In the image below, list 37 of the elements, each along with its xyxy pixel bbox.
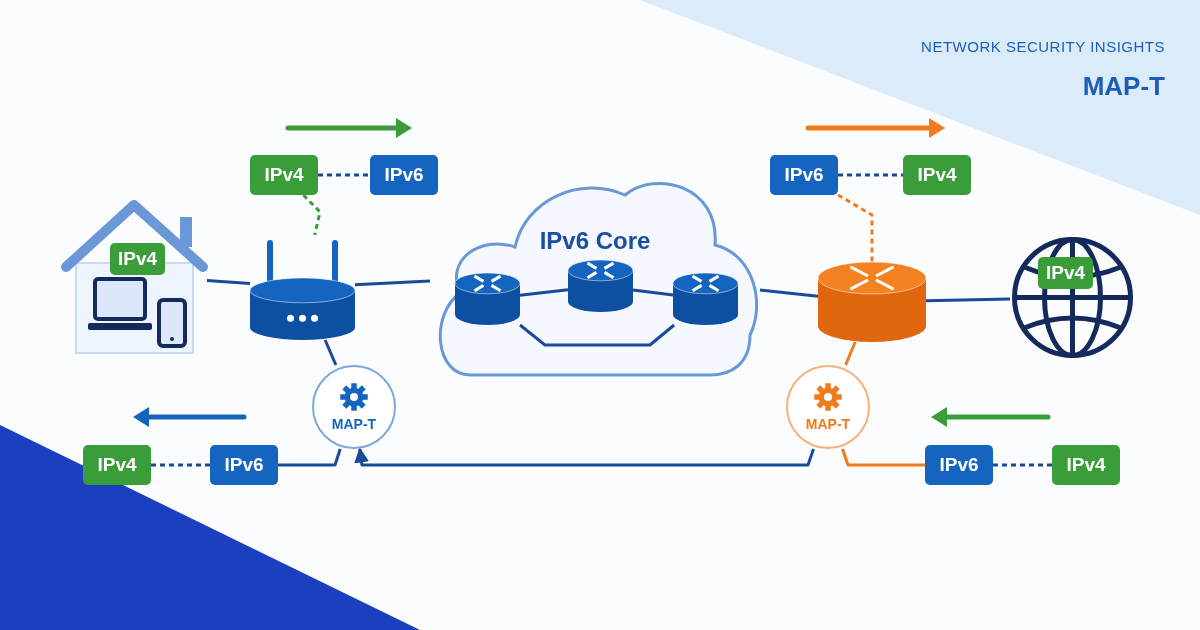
dashed-connector <box>993 463 1052 467</box>
connector-line <box>925 297 1011 303</box>
series-label: NETWORK SECURITY INSIGHTS <box>921 38 1165 55</box>
connector-line <box>278 448 342 467</box>
protocol-tag: IPv4 <box>110 243 166 275</box>
connector-line <box>354 279 431 287</box>
circle-label: MAP-T <box>331 416 377 432</box>
connector-line <box>841 448 925 467</box>
page-title: MAP-T <box>1082 71 1165 102</box>
connector-line <box>323 339 338 366</box>
arrow <box>354 447 815 467</box>
dashed-connector <box>838 173 903 177</box>
circle-label: MAP-T <box>805 416 851 432</box>
router-icon <box>818 262 926 342</box>
protocol-tag: IPv4 <box>1038 257 1094 289</box>
dashed-connector <box>837 193 874 262</box>
dashed-connector <box>151 463 210 467</box>
router-icon <box>673 273 738 325</box>
router-icon <box>455 273 520 325</box>
dashed-connector <box>302 193 322 236</box>
protocol-tag: IPv4 <box>1052 445 1120 485</box>
connector-line <box>519 323 676 347</box>
protocol-tag: IPv4 <box>83 445 151 485</box>
protocol-tag: IPv6 <box>370 155 438 195</box>
protocol-tag: IPv4 <box>250 155 318 195</box>
cloud-title: IPv6 Core <box>538 227 652 255</box>
protocol-tag: IPv4 <box>903 155 971 195</box>
connector-line <box>844 341 857 366</box>
protocol-tag: IPv6 <box>925 445 993 485</box>
connector-line <box>759 288 819 298</box>
connector-line <box>632 288 674 297</box>
connector-line <box>206 278 251 286</box>
router-icon <box>568 260 633 312</box>
dashed-connector <box>318 173 370 177</box>
protocol-tag: IPv6 <box>770 155 838 195</box>
connector-line <box>519 288 569 297</box>
protocol-tag: IPv6 <box>210 445 278 485</box>
